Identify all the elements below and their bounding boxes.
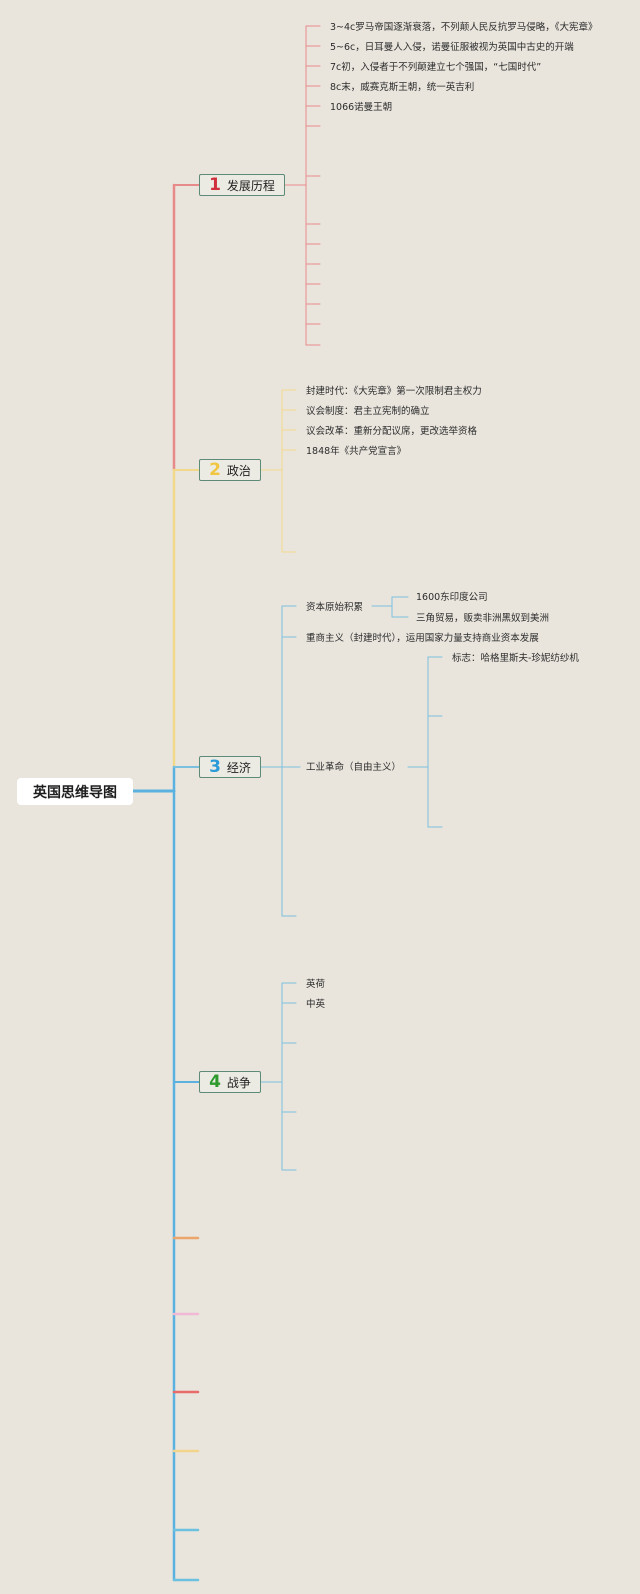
leaf-item[interactable]: 8c末，威赛克斯王朝，统一英吉利 [330, 82, 475, 93]
branch-number: 2 [209, 459, 221, 480]
leaf-item[interactable]: 3~4c罗马帝国逐渐衰落，不列颠人民反抗罗马侵略，《大宪章》 [330, 22, 598, 33]
leaf-item[interactable]: 工业革命（自由主义） [306, 762, 402, 773]
leaf-item[interactable]: 英荷 [306, 979, 326, 990]
leaf-item[interactable]: 议会改革：重新分配议席，更改选举资格 [306, 426, 478, 437]
branch-number: 4 [209, 1071, 221, 1092]
leaf-item[interactable]: 议会制度：君主立宪制的确立 [306, 406, 430, 417]
branch-node-history[interactable]: 1 发展历程 [199, 174, 285, 196]
branch-label: 经济 [226, 760, 251, 775]
leaf-item[interactable]: 5~6c，日耳曼人入侵，诺曼征服被视为英国中古史的开端 [330, 42, 574, 53]
leaf-item[interactable]: 1066诺曼王朝 [330, 102, 393, 113]
leaf-item[interactable]: 中英 [306, 999, 326, 1010]
branch-label: 政治 [226, 463, 251, 478]
branch-label: 发展历程 [226, 178, 275, 193]
leaf-subitem[interactable]: 三角贸易，贩卖非洲黑奴到美洲 [416, 613, 550, 624]
branch-label: 战争 [226, 1075, 251, 1090]
branch-node-economy[interactable]: 3 经济 [199, 756, 261, 778]
leaf-item[interactable]: 1848年《共产党宣言》 [306, 446, 407, 457]
branch-number: 1 [209, 174, 221, 195]
leaf-item[interactable]: 重商主义（封建时代），运用国家力量支持商业资本发展 [306, 633, 539, 644]
leaf-item[interactable]: 封建时代：《大宪章》第一次限制君主权力 [306, 386, 482, 397]
leaf-item[interactable]: 7c初，入侵者于不列颠建立七个强国，“七国时代” [330, 62, 542, 73]
leaf-item[interactable]: 资本原始积累 [306, 602, 364, 613]
branch-node-war[interactable]: 4 战争 [199, 1071, 261, 1093]
branch-number: 3 [209, 756, 221, 777]
leaf-subitem[interactable]: 1600东印度公司 [416, 592, 488, 603]
leaf-subitem[interactable]: 标志：哈格里斯夫-珍妮纺纱机 [452, 653, 579, 664]
branch-node-politics[interactable]: 2 政治 [199, 459, 261, 481]
root-node[interactable]: 英国思维导图 [17, 778, 133, 805]
